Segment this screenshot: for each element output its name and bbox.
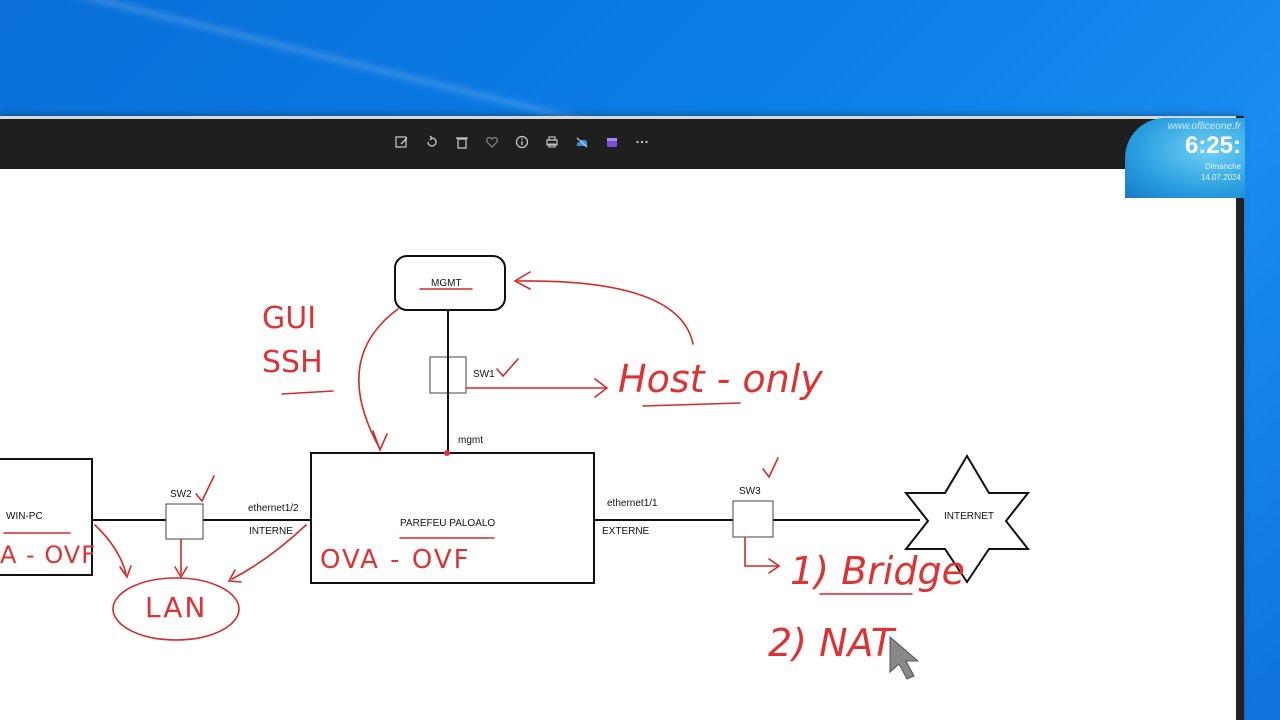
gui-ssh-arrow bbox=[358, 308, 399, 450]
sw2-switch bbox=[165, 503, 204, 540]
more-icon[interactable] bbox=[632, 131, 652, 153]
interne-label: INTERNE bbox=[249, 526, 293, 537]
sw1-label: SW1 bbox=[473, 369, 495, 380]
gui-annotation: GUI bbox=[262, 301, 317, 336]
mgmt-port-label: mgmt bbox=[458, 435, 483, 446]
sw3-switch bbox=[732, 500, 774, 538]
host-only-annotation: Host - only bbox=[618, 357, 823, 401]
externe-label: EXTERNE bbox=[602, 526, 650, 537]
sw3-label: SW3 bbox=[739, 486, 761, 497]
mouse-cursor bbox=[889, 635, 920, 680]
internet-label: INTERNET bbox=[944, 511, 994, 522]
firewall-label: PAREFEU PALOALO bbox=[400, 518, 496, 529]
lan-arrow-3 bbox=[231, 524, 307, 580]
info-icon[interactable] bbox=[512, 131, 532, 153]
onedrive-icon[interactable] bbox=[572, 131, 592, 153]
internet-star bbox=[903, 454, 1031, 584]
lan-annotation: LAN bbox=[145, 591, 208, 624]
win-pc-label: WIN-PC bbox=[6, 511, 43, 522]
sw3-check bbox=[762, 457, 779, 479]
nat-annotation: 2) NAT bbox=[768, 621, 894, 665]
rotate-icon[interactable] bbox=[422, 131, 442, 153]
ethernet11-label: ethernet1/1 bbox=[607, 498, 658, 509]
edit-icon[interactable] bbox=[392, 131, 412, 153]
ssh-annotation: SSH bbox=[262, 345, 323, 380]
clock-time: 6:25: bbox=[1184, 132, 1241, 159]
network-diagram bbox=[0, 255, 1031, 680]
ova-ovf-left-annotation: A - OVF bbox=[0, 541, 97, 569]
image-toolbar bbox=[0, 116, 1240, 169]
sw2-check bbox=[195, 475, 215, 503]
mgmt-label: MGMT bbox=[431, 278, 462, 289]
ethernet12-label: ethernet1/2 bbox=[248, 503, 299, 514]
win-pc-node-box bbox=[0, 458, 93, 576]
print-icon[interactable] bbox=[542, 131, 562, 153]
ova-ovf-annotation: OVA - OVF bbox=[320, 545, 471, 575]
desktop-light-ray bbox=[0, 0, 630, 136]
ssh-underline bbox=[281, 390, 334, 395]
delete-icon[interactable] bbox=[452, 131, 472, 153]
clock-date: 14.07.2024 bbox=[1200, 173, 1241, 182]
network-diagram-canvas: MGMT SW1 mgmt SW2 SW3 PAREFEU PALOALO WI… bbox=[0, 169, 1240, 720]
mgmt-port-dot bbox=[444, 450, 450, 456]
clock-site: www.officeone.fr bbox=[1167, 121, 1241, 132]
mgmt-node-box bbox=[394, 255, 506, 311]
desktop-clock-widget: www.officeone.fr 6:25: Dimanche 14.07.20… bbox=[1125, 118, 1245, 198]
host-only-underline bbox=[642, 402, 741, 407]
sw1-check bbox=[496, 358, 519, 378]
bridge-arrow bbox=[744, 537, 779, 567]
firewall-node-box bbox=[310, 452, 595, 584]
favorite-icon[interactable] bbox=[482, 131, 502, 153]
window-right-edge bbox=[1236, 116, 1244, 720]
clock-day: Dimanche bbox=[1204, 162, 1241, 171]
lan-ellipse bbox=[112, 577, 240, 641]
host-to-mgmt-arrow bbox=[517, 280, 694, 345]
lan-arrow-1 bbox=[94, 524, 127, 575]
clipchamp-icon[interactable] bbox=[602, 131, 622, 153]
photos-app-window: MGMT SW1 mgmt SW2 SW3 PAREFEU PALOALO WI… bbox=[0, 116, 1240, 720]
sw2-label: SW2 bbox=[170, 489, 192, 500]
bridge-annotation: 1) Bridge bbox=[790, 549, 965, 593]
